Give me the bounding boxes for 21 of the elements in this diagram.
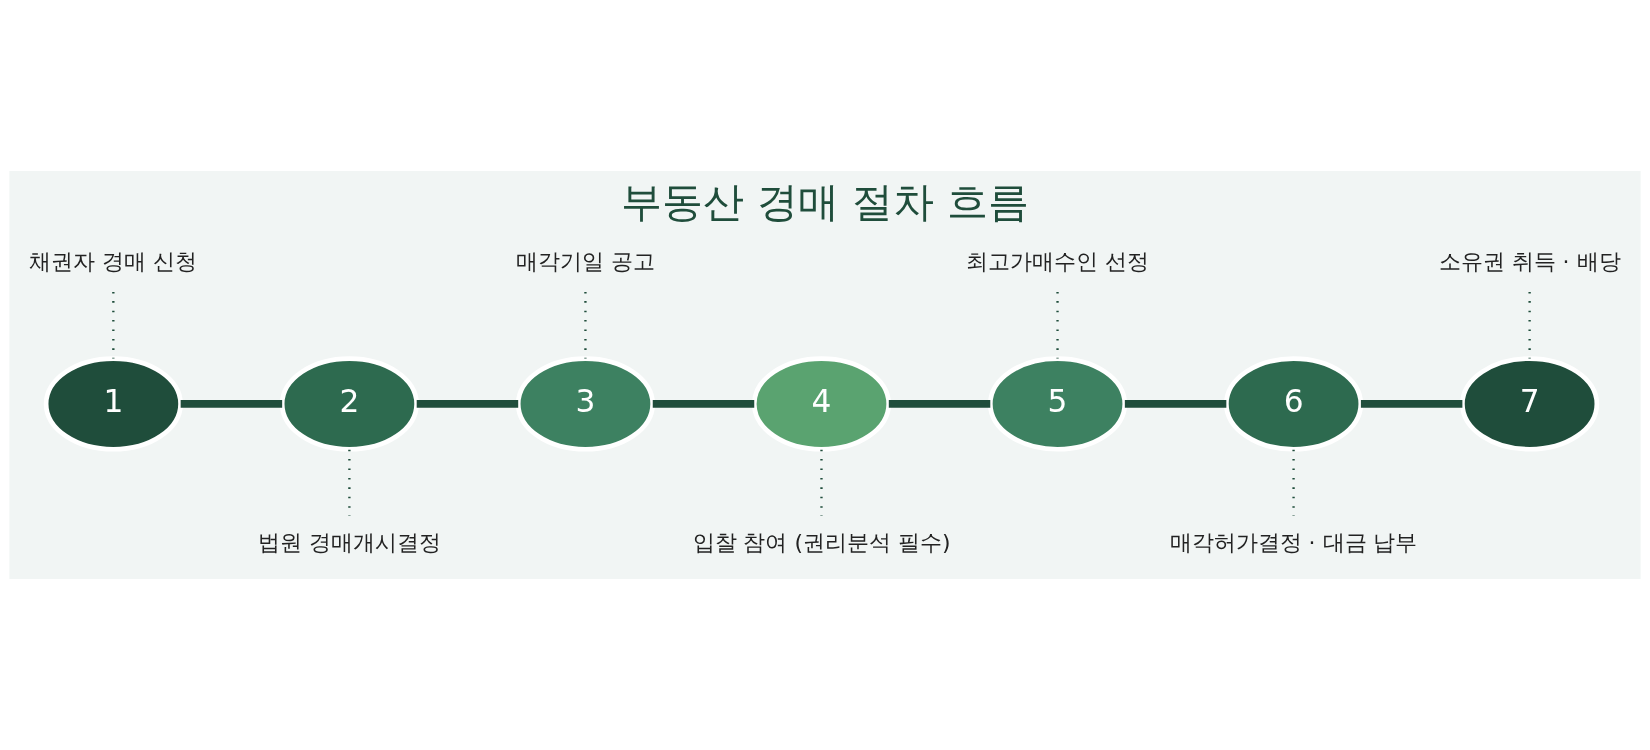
node-ellipse: 7 <box>1460 356 1600 452</box>
node-text: 소유권 취득 · 배당 <box>1438 249 1621 275</box>
node-ellipse: 6 <box>1224 356 1364 452</box>
node-ellipse: 1 <box>43 356 183 452</box>
connector <box>1360 400 1463 408</box>
diagram-title: 부동산 경매 절차 흐름 <box>621 178 1029 227</box>
connector <box>652 400 755 408</box>
connector <box>416 400 519 408</box>
connector <box>1124 400 1227 408</box>
node-ellipse: 2 <box>279 356 419 452</box>
connector <box>888 400 991 408</box>
node-text: 법원 경매개시결정 <box>257 530 441 556</box>
node-text: 최고가매수인 선정 <box>966 249 1150 275</box>
node-text: 매각기일 공고 <box>515 249 655 275</box>
connector <box>180 400 283 408</box>
node-text: 매각허가결정 · 대금 납부 <box>1169 530 1418 556</box>
node-ellipse: 3 <box>515 356 655 452</box>
node-text: 채권자 경매 신청 <box>29 249 198 275</box>
node-text: 입찰 참여 (권리분석 필수) <box>692 530 951 556</box>
node-ellipse: 5 <box>987 356 1128 452</box>
node-ellipse: 4 <box>751 356 892 452</box>
